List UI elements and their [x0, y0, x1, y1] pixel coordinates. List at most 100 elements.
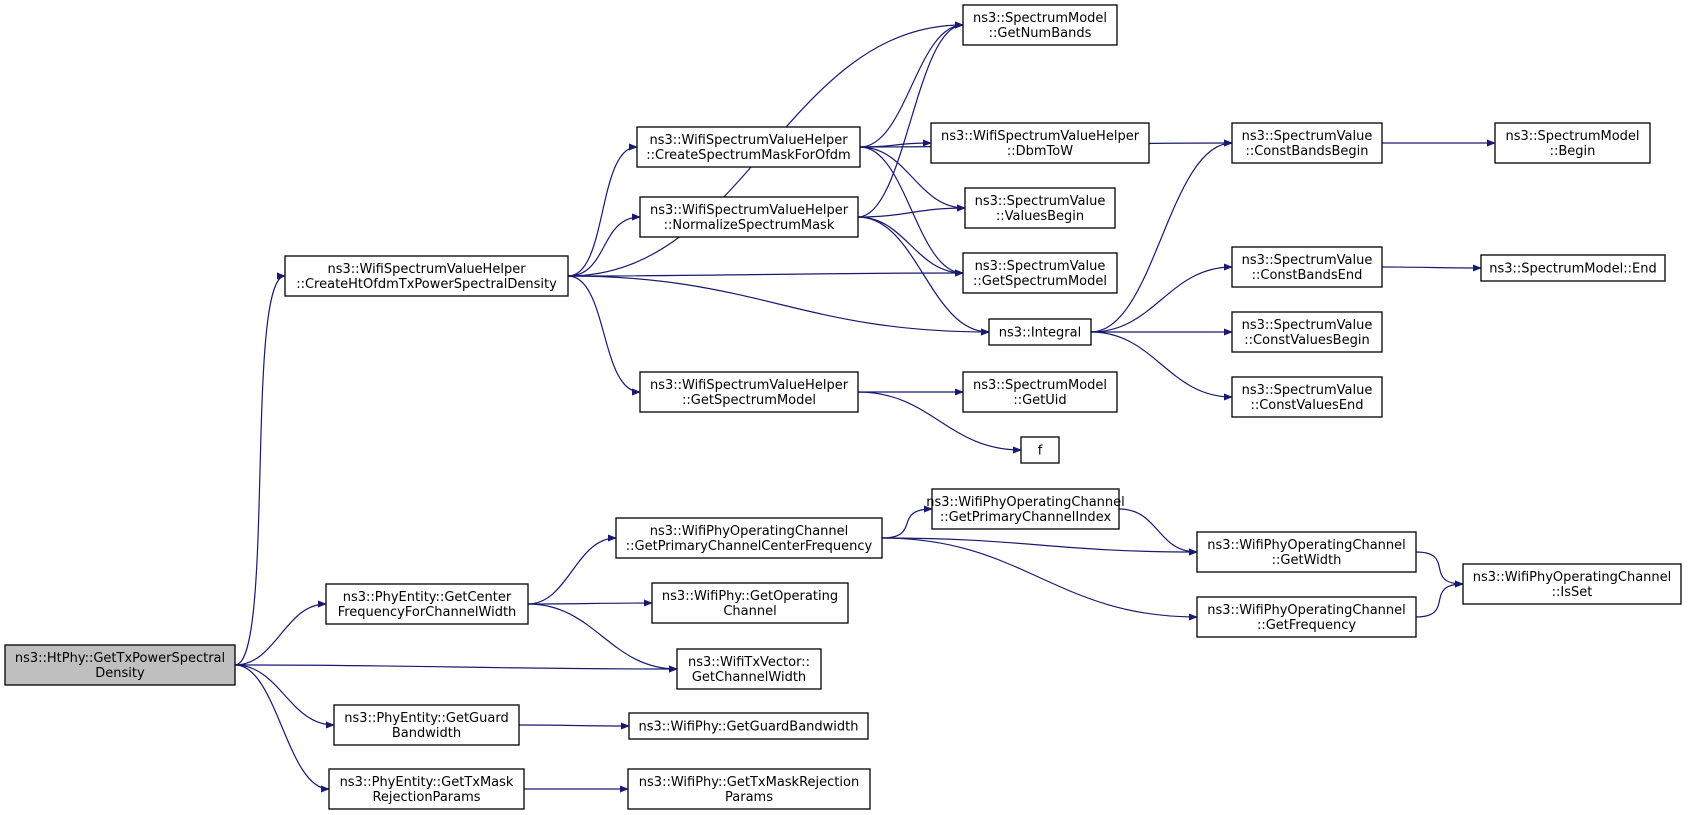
edge-get_center-to-get_chwidth [527, 603, 678, 673]
node-box [627, 768, 871, 810]
node-label-line: ns3::WifiPhyOperatingChannel [926, 495, 1125, 510]
node-create-mask[interactable]: ns3::WifiSpectrumValueHelper::CreateSpec… [636, 126, 861, 168]
edge-const_bands_end-to-sm_end [1381, 264, 1482, 272]
node-get-center[interactable]: ns3::PhyEntity::GetCenterFrequencyForCha… [325, 583, 529, 625]
node-helper-getmodel[interactable]: ns3::WifiSpectrumValueHelper::GetSpectru… [639, 371, 859, 413]
node-label-line: ::DbmToW [1007, 144, 1073, 159]
node-label-line: ns3::WifiSpectrumValueHelper [327, 262, 526, 277]
nodes-layer: ns3::HtPhy::GetTxPowerSpectralDensityns3… [4, 4, 1682, 810]
node-get-uid[interactable]: ns3::SpectrumModel::GetUid [962, 371, 1118, 413]
node-box [4, 644, 236, 686]
edge-create_ht-to-integral [567, 275, 990, 336]
node-label-line: ns3::WifiSpectrumValueHelper [941, 129, 1140, 144]
edge-root-to-create_ht [234, 272, 286, 666]
node-label-line: ::GetPrimaryChannelCenterFrequency [626, 539, 873, 554]
node-label-line: ns3::SpectrumValue [1242, 383, 1373, 398]
node-box [1231, 311, 1383, 353]
node-box [1480, 254, 1666, 282]
node-label-line: ::IsSet [1552, 585, 1593, 600]
node-label-line: ns3::PhyEntity::GetCenter [343, 590, 512, 605]
edge-primary_center-to-primary_index [881, 505, 933, 539]
node-op-frequency[interactable]: ns3::WifiPhyOperatingChannel::GetFrequen… [1196, 596, 1417, 638]
node-box [628, 712, 869, 740]
node-sm-begin[interactable]: ns3::SpectrumModel::Begin [1494, 122, 1651, 164]
node-create-ht[interactable]: ns3::WifiSpectrumValueHelper::CreateHtOf… [284, 255, 569, 297]
node-num-bands[interactable]: ns3::SpectrumModel::GetNumBands [962, 4, 1118, 46]
node-label-line: f [1038, 444, 1043, 459]
node-sv-getmodel[interactable]: ns3::SpectrumValue::GetSpectrumModel [962, 252, 1118, 294]
node-box [639, 371, 859, 413]
node-label-line: ::CreateSpectrumMaskForOfdm [646, 148, 850, 163]
node-box [988, 318, 1092, 346]
node-get-guard[interactable]: ns3::PhyEntity::GetGuardBandwidth [333, 704, 520, 746]
node-is-set[interactable]: ns3::WifiPhyOperatingChannel::IsSet [1462, 563, 1682, 605]
node-box [962, 252, 1118, 294]
node-label-line: ns3::SpectrumValue [975, 259, 1106, 274]
edge-get_guard-to-guard_bw [518, 722, 630, 730]
node-label-line: ::ConstBandsBegin [1245, 144, 1368, 159]
edge-create_mask-to-dbm_tow [859, 139, 932, 148]
node-label-line: Channel [723, 604, 776, 619]
node-label-line: ns3::HtPhy::GetTxPowerSpectral [15, 651, 225, 666]
node-sm-end[interactable]: ns3::SpectrumModel::End [1480, 254, 1666, 282]
node-label-line: ns3::WifiPhyOperatingChannel [1207, 538, 1406, 553]
node-label-line: ns3::WifiPhyOperatingChannel [650, 524, 849, 539]
node-label-line: ns3::SpectrumModel [1505, 129, 1639, 144]
node-box [284, 255, 569, 297]
node-primary-center[interactable]: ns3::WifiPhyOperatingChannel::GetPrimary… [615, 517, 883, 559]
node-box [639, 196, 859, 238]
node-integral[interactable]: ns3::Integral [988, 318, 1092, 346]
node-label-line: FrequencyForChannelWidth [338, 605, 517, 620]
node-box [1231, 246, 1383, 288]
node-box [325, 583, 529, 625]
node-box [1196, 531, 1417, 573]
node-label-line: ns3::WifiPhy::GetTxMaskRejection [639, 775, 859, 790]
edge-primary_center-to-op_width [881, 537, 1198, 556]
node-box [328, 768, 525, 810]
edge-op_width-to-is_set [1415, 551, 1464, 588]
node-label-line: ns3::SpectrumValue [1242, 129, 1373, 144]
node-const-bands-end[interactable]: ns3::SpectrumValue::ConstBandsEnd [1231, 246, 1383, 288]
node-label-line: ::GetSpectrumModel [973, 274, 1107, 289]
node-box [931, 488, 1120, 530]
node-box [636, 126, 861, 168]
node-label-line: ::ConstBandsEnd [1252, 268, 1363, 283]
node-const-values-end[interactable]: ns3::SpectrumValue::ConstValuesEnd [1231, 376, 1383, 418]
node-label-line: ns3::WifiSpectrumValueHelper [649, 133, 848, 148]
node-box [1020, 436, 1060, 464]
edge-create_mask-to-num_bands [859, 21, 964, 148]
node-box [962, 4, 1118, 46]
node-label-line: ns3::SpectrumValue [975, 194, 1106, 209]
node-const-values-begin[interactable]: ns3::SpectrumValue::ConstValuesBegin [1231, 311, 1383, 353]
node-label-line: ns3::WifiSpectrumValueHelper [650, 378, 849, 393]
node-primary-index[interactable]: ns3::WifiPhyOperatingChannel::GetPrimary… [926, 488, 1125, 530]
edge-helper_getmodel-to-f [857, 391, 1022, 454]
node-guard-bw[interactable]: ns3::WifiPhy::GetGuardBandwidth [628, 712, 869, 740]
edge-normalize-to-num_bands [857, 21, 964, 218]
node-get-chwidth[interactable]: ns3::WifiTxVector::GetChannelWidth [676, 648, 822, 690]
node-label-line: ns3::SpectrumModel::End [1489, 262, 1657, 277]
edge-normalize-to-values_begin [857, 204, 966, 218]
node-values-begin[interactable]: ns3::SpectrumValue::ValuesBegin [964, 187, 1116, 229]
node-normalize[interactable]: ns3::WifiSpectrumValueHelper::NormalizeS… [639, 196, 859, 238]
node-label-line: Density [95, 666, 145, 681]
node-op-width[interactable]: ns3::WifiPhyOperatingChannel::GetWidth [1196, 531, 1417, 573]
edge-normalize-to-sv_getmodel [857, 216, 964, 277]
node-label-line: Bandwidth [392, 726, 461, 741]
node-label-line: ::ConstValuesEnd [1250, 398, 1363, 413]
node-label-line: ns3::WifiTxVector:: [688, 655, 810, 670]
node-f[interactable]: f [1020, 436, 1060, 464]
node-const-bands-begin[interactable]: ns3::SpectrumValue::ConstBandsBegin [1231, 122, 1383, 164]
edge-root-to-get_chwidth [234, 664, 678, 673]
node-label-line: ::GetUid [1013, 393, 1066, 408]
node-box [1231, 376, 1383, 418]
node-label-line: ::CreateHtOfdmTxPowerSpectralDensity [296, 277, 557, 292]
node-dbm-tow[interactable]: ns3::WifiSpectrumValueHelper::DbmToW [930, 122, 1150, 164]
node-box [930, 122, 1150, 164]
edge-get_center-to-primary_center [527, 534, 617, 605]
